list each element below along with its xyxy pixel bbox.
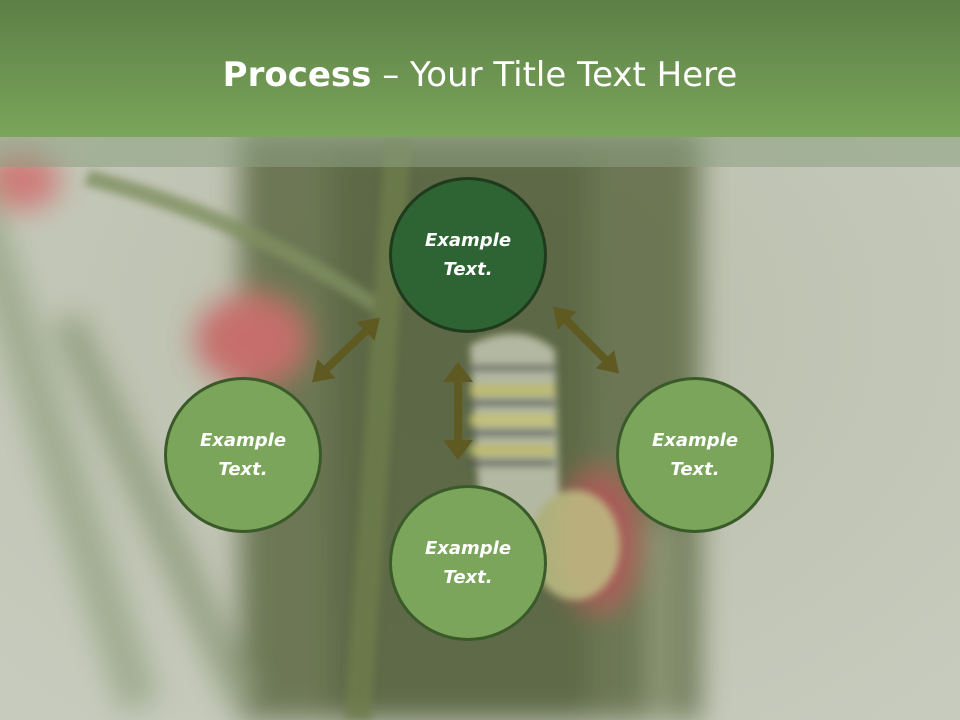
title-dash: – [371, 55, 411, 95]
node-bottom-text: Example Text. [424, 538, 512, 588]
node-left-text: Example Text. [199, 430, 287, 480]
node-top[interactable]: Example Text. [389, 177, 547, 333]
node-right-text: Example Text. [651, 430, 739, 480]
title-bar [0, 0, 960, 137]
node-left[interactable]: Example Text. [164, 377, 322, 533]
node-right[interactable]: Example Text. [616, 377, 774, 533]
title-bold: Process [222, 55, 372, 95]
title-rest: Your Title Text Here [410, 55, 738, 95]
title-bar-strip [0, 137, 960, 167]
slide-title: Process – Your Title Text Here [0, 52, 960, 98]
node-top-text: Example Text. [424, 230, 512, 280]
node-bottom[interactable]: Example Text. [389, 485, 547, 641]
